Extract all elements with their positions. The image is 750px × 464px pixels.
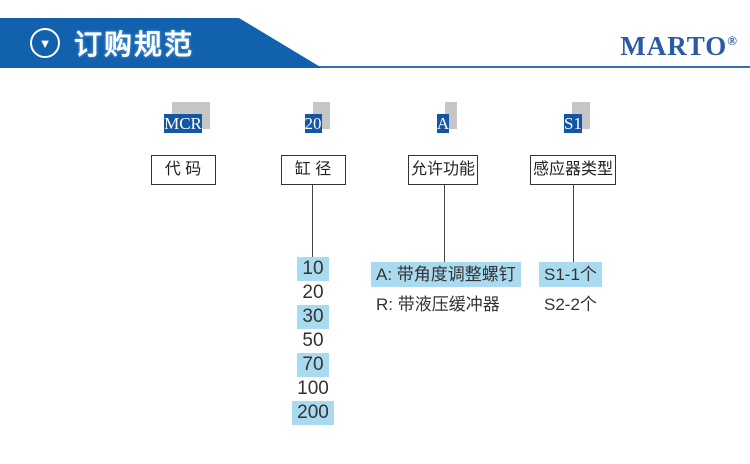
brand-logo: MARTO® <box>620 33 738 60</box>
section-banner: ▼ 订购规范 <box>0 18 322 68</box>
code-label-series: 代 码 <box>150 155 216 185</box>
code-value-series: MCR <box>164 114 202 133</box>
code-label-function: 允许功能 <box>407 155 478 185</box>
brand-name: MARTO <box>620 31 728 61</box>
option-label: 100 <box>297 378 329 399</box>
registered-trademark-icon: ® <box>727 33 738 48</box>
function-options-list: A: 带角度调整螺钉 R: 带液压缓冲器 <box>371 262 541 322</box>
code-value-sensor: S1 <box>564 114 582 133</box>
code-box-wrap: A <box>436 102 458 137</box>
option-label-highlighted: S1-1个 <box>539 262 602 287</box>
option-label-highlighted: 70 <box>297 353 329 377</box>
option-item: 10 <box>258 257 368 281</box>
option-label: R: 带液压缓冲器 <box>376 295 500 314</box>
option-item: 50 <box>258 329 368 353</box>
connector-line-sensor <box>573 184 574 263</box>
connector-line-bore <box>312 185 313 259</box>
code-column-series: MCR 代 码 <box>128 102 238 185</box>
code-label-bore: 缸 径 <box>280 155 346 185</box>
code-box-wrap: 20 <box>304 102 330 137</box>
option-label-highlighted: A: 带角度调整螺钉 <box>371 262 521 287</box>
option-label-highlighted: 200 <box>292 401 334 425</box>
option-label: 50 <box>302 330 324 351</box>
option-label: 20 <box>302 282 324 303</box>
code-value-function: A <box>436 114 450 133</box>
option-item: 70 <box>258 353 368 377</box>
code-column-function: A 允许功能 <box>388 102 498 185</box>
code-column-bore: 20 缸 径 <box>258 102 368 185</box>
option-item: R: 带液压缓冲器 <box>371 292 541 317</box>
option-label-highlighted: 30 <box>297 305 329 329</box>
section-title: 订购规范 <box>74 29 195 60</box>
code-box-wrap: S1 <box>564 102 590 137</box>
option-label-highlighted: 10 <box>297 257 329 281</box>
option-item: S1-1个 <box>539 262 649 287</box>
option-item: A: 带角度调整螺钉 <box>371 262 541 287</box>
code-label-sensor: 感应器类型 <box>529 155 616 185</box>
option-label: S2-2个 <box>544 295 597 314</box>
code-value-bore: 20 <box>304 114 322 133</box>
option-item: 30 <box>258 305 368 329</box>
code-column-sensor: S1 感应器类型 <box>518 102 628 185</box>
option-item: 200 <box>258 401 368 425</box>
circle-triangle-down-icon: ▼ <box>30 28 60 58</box>
code-box-wrap: MCR <box>164 102 210 137</box>
option-item: 20 <box>258 281 368 305</box>
option-item: 100 <box>258 377 368 401</box>
sensor-options-list: S1-1个 S2-2个 <box>539 262 649 322</box>
header-underline <box>0 66 750 68</box>
connector-line-function <box>444 185 445 262</box>
option-item: S2-2个 <box>539 292 649 317</box>
